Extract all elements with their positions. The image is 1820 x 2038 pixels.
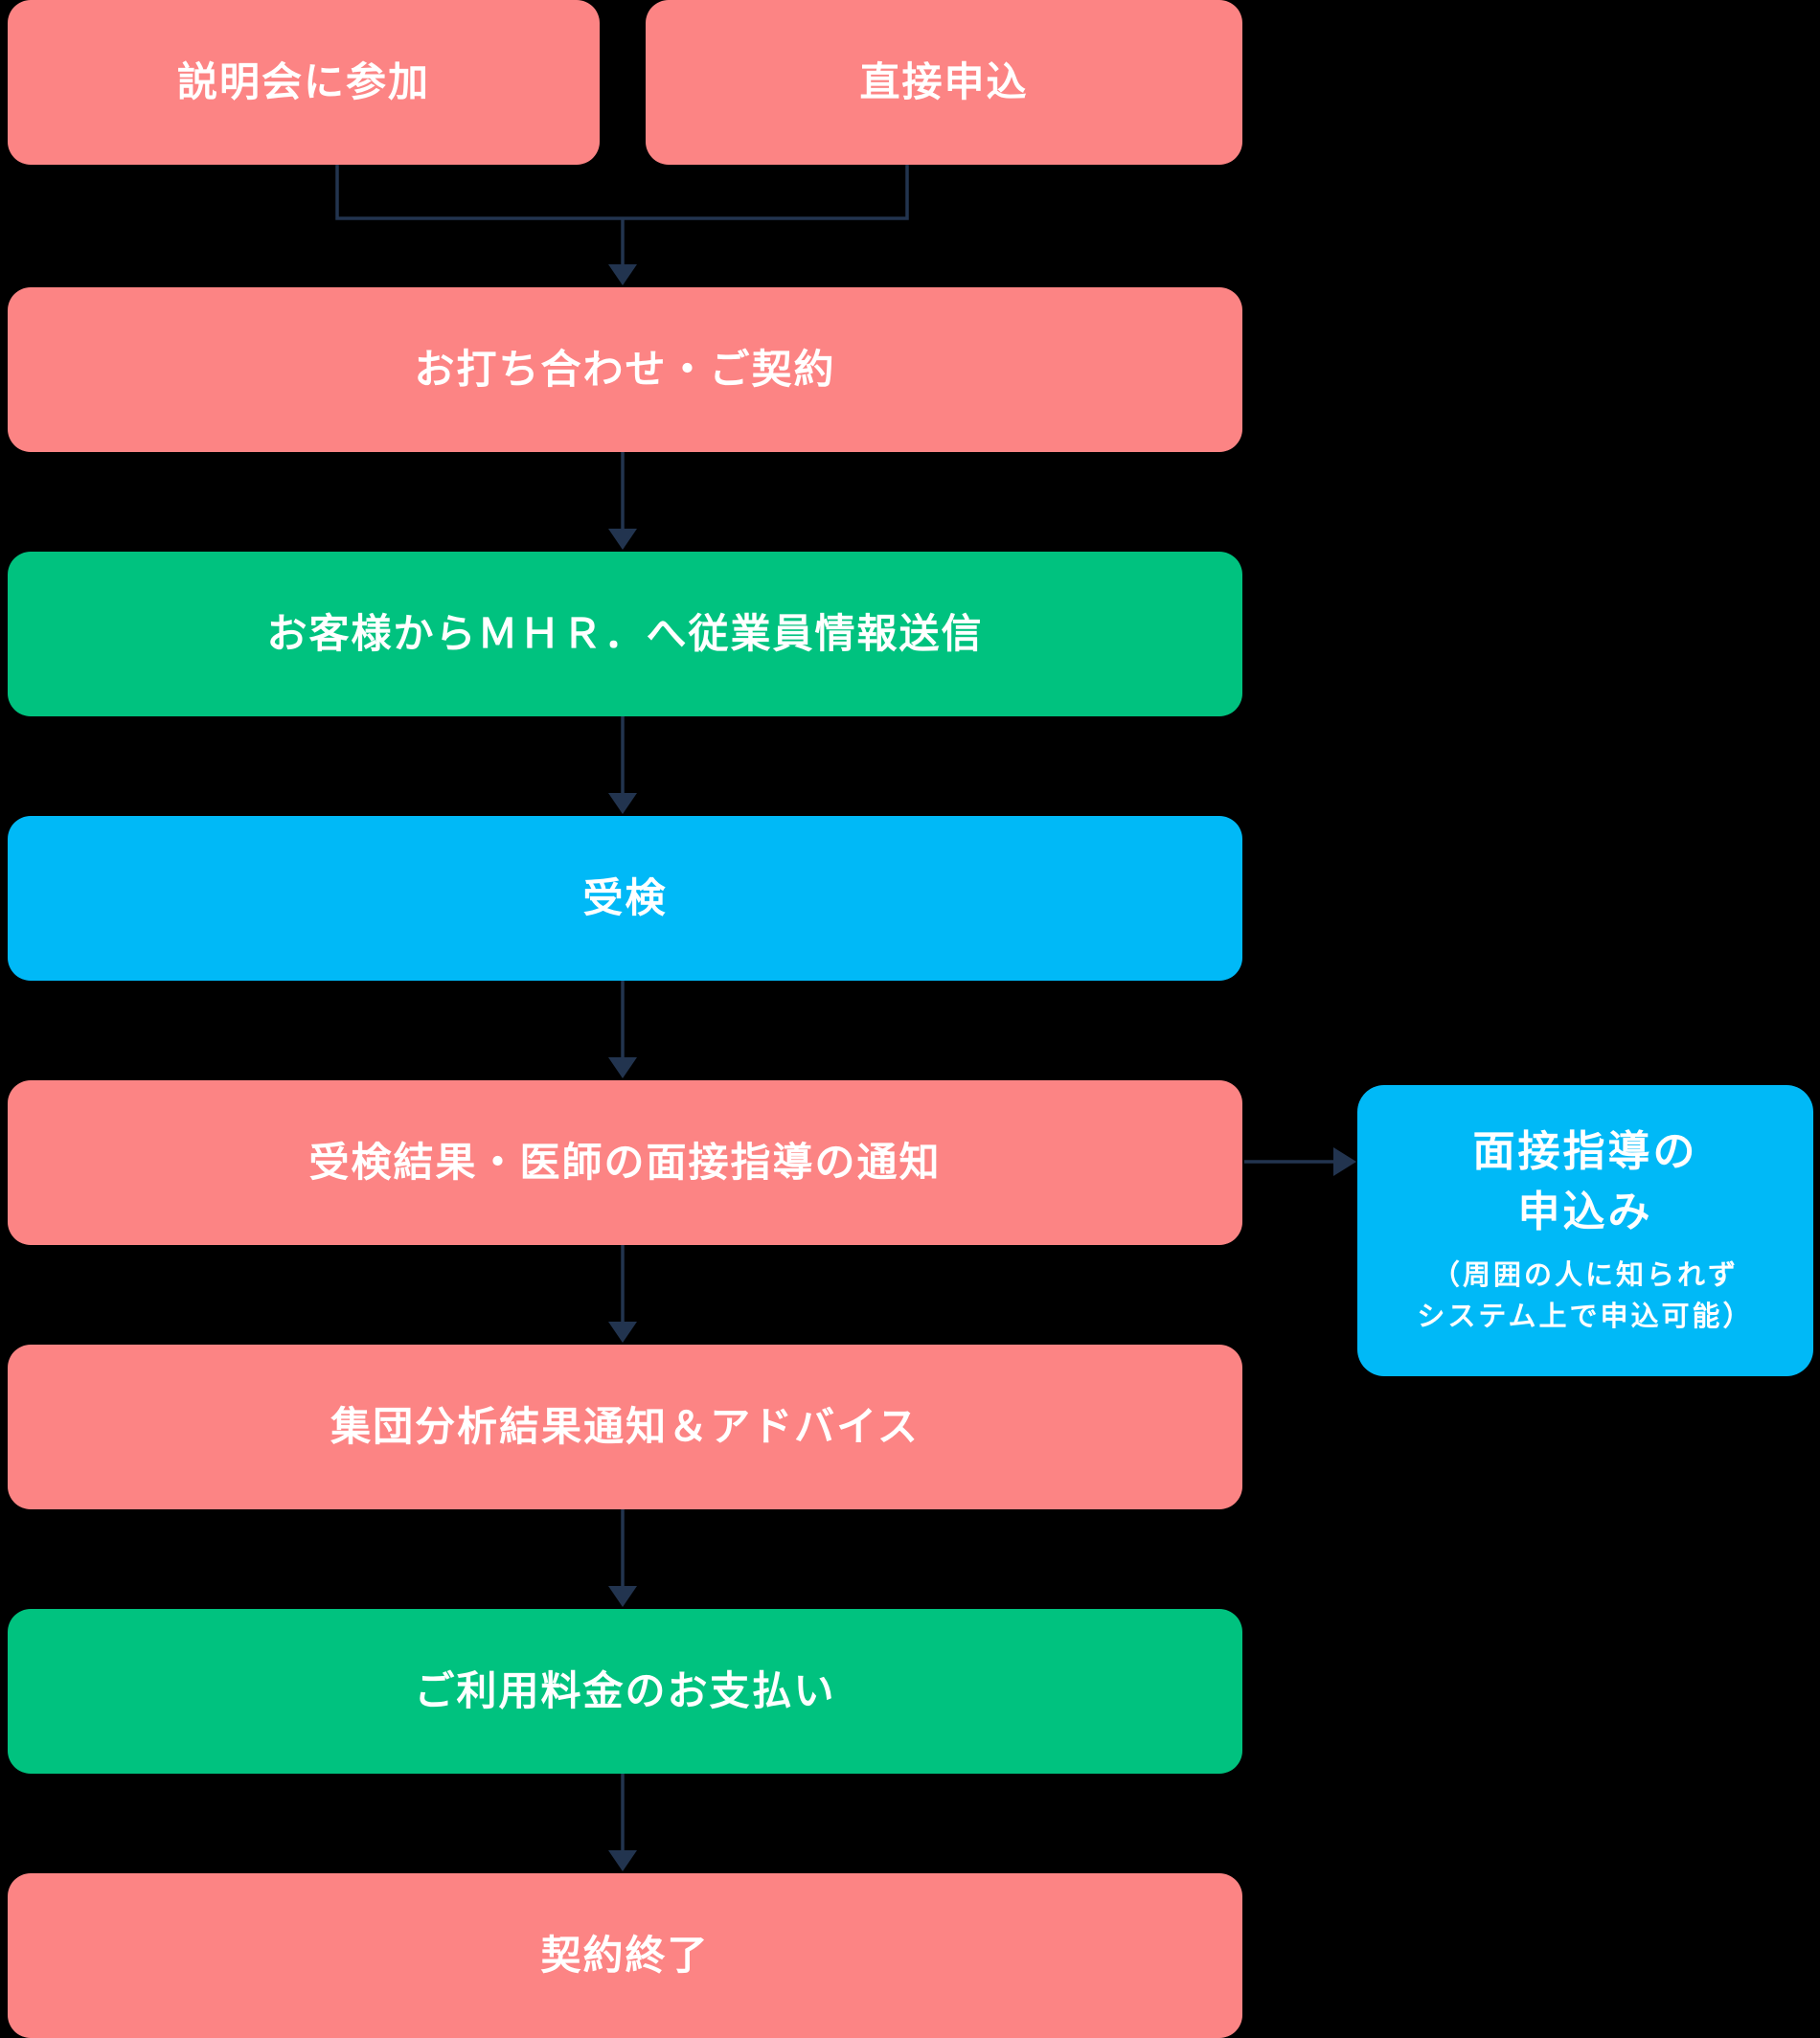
node-result-notice: 受検結果・医師の面接指導の通知	[8, 1080, 1242, 1245]
interview-application-note-line1: （周囲の人に知られず	[1431, 1259, 1739, 1291]
node-send-employee-info: お客様からＭＨＲ．へ従業員情報送信	[8, 552, 1242, 716]
down-arrow-sendinfo-to-exam	[608, 716, 637, 814]
interview-application-title-line2: 申込み	[1517, 1188, 1653, 1235]
node-meeting-contract: お打ち合わせ・ご契約	[8, 287, 1242, 452]
down-arrow-analysis-to-payment	[608, 1509, 637, 1607]
node-seminar: 説明会に参加	[8, 0, 600, 165]
merge-bracket-connector	[335, 165, 909, 268]
down-arrow-payment-to-end	[608, 1774, 637, 1871]
interview-application-note: （周囲の人に知られず システム上で申込可能）	[1417, 1256, 1753, 1339]
node-interview-application: 面接指導の 申込み （周囲の人に知られず システム上で申込可能）	[1357, 1085, 1813, 1376]
node-direct-apply: 直接申込	[646, 0, 1242, 165]
down-arrow-result-to-analysis	[608, 1245, 637, 1343]
merge-arrowhead-icon	[608, 264, 637, 285]
down-arrow-exam-to-result	[608, 981, 637, 1078]
node-payment: ご利用料金のお支払い	[8, 1609, 1242, 1774]
interview-application-title: 面接指導の 申込み	[1473, 1122, 1698, 1242]
side-arrow-result-to-interview	[1244, 1147, 1356, 1176]
interview-application-note-line2: システム上で申込可能）	[1417, 1302, 1754, 1333]
node-group-analysis: 集団分析結果通知＆アドバイス	[8, 1345, 1242, 1509]
interview-application-title-line1: 面接指導の	[1472, 1128, 1698, 1176]
node-contract-end: 契約終了	[8, 1873, 1242, 2038]
node-take-exam: 受検	[8, 816, 1242, 981]
down-arrow-meeting-to-sendinfo	[608, 452, 637, 550]
